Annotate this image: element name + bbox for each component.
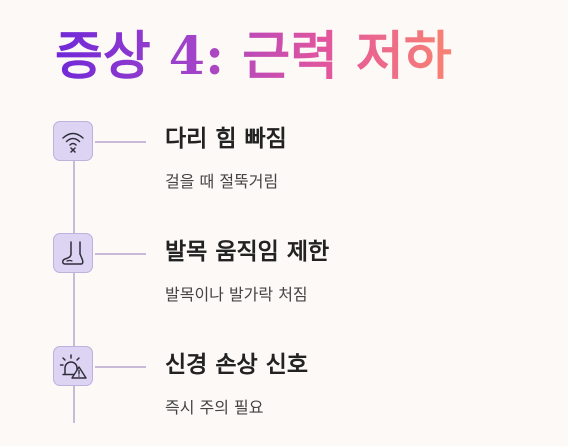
page-title: 증상 4: 근력 저하 xyxy=(55,22,452,92)
weak-signal-icon xyxy=(62,132,84,153)
timeline-icon-box xyxy=(53,346,93,386)
timeline-icon-box xyxy=(53,233,93,273)
timeline-connector xyxy=(95,253,146,255)
timeline-icon-box xyxy=(53,121,93,161)
timeline-line xyxy=(73,140,75,423)
timeline-connector xyxy=(95,366,146,368)
item-title: 신경 손상 신호 xyxy=(165,352,308,378)
item-title: 발목 움직임 제한 xyxy=(165,239,330,265)
timeline-connector xyxy=(95,141,146,143)
item-description: 걸을 때 절뚝거림 xyxy=(165,172,279,191)
item-description: 발목이나 발가락 처짐 xyxy=(165,285,308,304)
foot-icon xyxy=(62,241,84,265)
siren-warning-icon xyxy=(59,354,87,379)
item-description: 즉시 주의 필요 xyxy=(165,398,264,417)
item-title: 다리 힘 빠짐 xyxy=(165,126,287,152)
